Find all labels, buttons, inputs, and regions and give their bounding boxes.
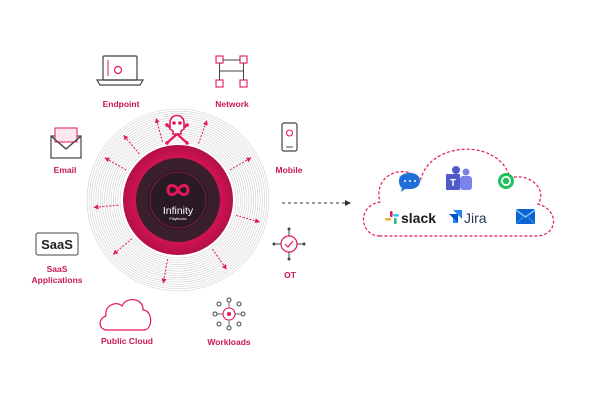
threat-arrow — [161, 259, 169, 284]
integrations-cloud: T slack Jira — [362, 148, 555, 237]
public-cloud-label: Public Cloud — [101, 336, 153, 346]
category-public-cloud: Public Cloud — [99, 299, 153, 346]
laptop-icon — [95, 55, 145, 86]
cloud-outline-icon — [99, 299, 152, 331]
mail-app-icon — [515, 209, 536, 225]
center-subtitle: Playblocks — [169, 217, 186, 221]
threat-arrow — [104, 157, 127, 171]
saas-text-icon: SaaS — [35, 232, 79, 256]
threat-arrow — [93, 204, 119, 210]
saas-label-line1: SaaS — [47, 264, 68, 274]
email-label: Email — [54, 165, 77, 175]
ot-device-icon — [272, 227, 306, 261]
threat-arrow — [123, 134, 140, 155]
category-email: Email — [50, 127, 82, 175]
ring-line — [117, 139, 239, 261]
jira-wordmark: Jira — [464, 210, 487, 226]
category-mobile: Mobile — [276, 122, 303, 175]
network-label: Network — [215, 99, 249, 109]
slack-icon — [385, 211, 399, 224]
workloads-label: Workloads — [207, 337, 251, 347]
workload-nodes-icon — [212, 297, 246, 331]
mobile-label: Mobile — [276, 165, 303, 175]
category-saas-applications: SaaS SaaS Applications — [31, 232, 83, 285]
threat-arrow — [235, 215, 261, 224]
envelope-icon — [50, 127, 82, 159]
jira-logo: Jira — [449, 210, 487, 226]
threat-arrow — [154, 117, 163, 143]
threat-arrow — [198, 120, 208, 144]
green-chat-icon — [498, 173, 514, 189]
threat-arrow — [229, 157, 252, 171]
slack-wordmark: slack — [401, 210, 436, 226]
category-ot: OT — [272, 227, 306, 280]
saas-icon-word: SaaS — [41, 237, 73, 252]
threat-arrow — [211, 248, 227, 270]
category-network: Network — [215, 55, 249, 109]
category-endpoint: Endpoint — [95, 55, 145, 109]
jira-icon — [449, 210, 462, 223]
ring-line — [91, 113, 265, 287]
svg-text:T: T — [450, 178, 456, 189]
ring-line — [115, 137, 241, 263]
chat-bubble-icon — [399, 173, 420, 192]
center-title: Infinity — [163, 205, 194, 217]
infinity-logo-icon — [149, 171, 207, 229]
ot-label: OT — [284, 270, 297, 280]
infinity-core: Infinity Playblocks — [123, 145, 233, 255]
saas-label-line2: Applications — [31, 275, 82, 285]
category-workloads: Workloads — [207, 297, 251, 347]
microsoft-teams-icon: T — [446, 166, 472, 190]
radial-arrows — [93, 117, 261, 284]
skull-crossbones-icon — [165, 114, 189, 145]
endpoint-label: Endpoint — [103, 99, 140, 109]
slack-logo: slack — [385, 210, 436, 226]
threat-arrow — [112, 238, 133, 255]
ring-line — [86, 108, 270, 292]
ring-line — [119, 141, 237, 259]
ring-line — [88, 110, 268, 290]
smartphone-icon — [281, 122, 298, 152]
network-topology-icon — [215, 55, 248, 88]
